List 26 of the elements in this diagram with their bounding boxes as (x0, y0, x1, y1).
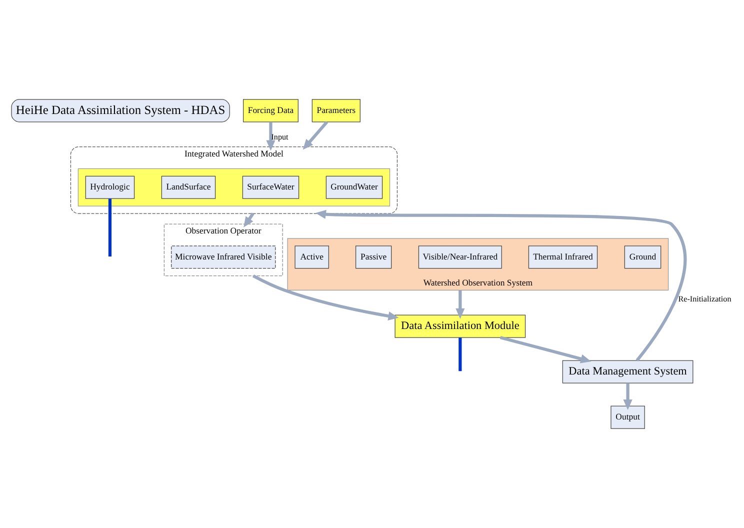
node-box: Active (294, 246, 329, 269)
arrow (500, 336, 592, 364)
arrow (266, 122, 276, 151)
node-box: Thermal Infrared (528, 246, 598, 269)
node-box: Hydrologic (85, 176, 135, 199)
node-box: Parameters (312, 99, 360, 122)
node-box: GroundWater (326, 176, 383, 199)
node-box: Data Assimilation Module (394, 314, 526, 338)
node-box: Data Management System (562, 360, 694, 384)
node-box: Forcing Data (243, 99, 298, 122)
arrow (316, 210, 687, 362)
node-box: Ground (624, 246, 662, 269)
node-box: HeiHe Data Assimilation System - HDAS (11, 99, 230, 122)
node-box: SurfaceWater (242, 176, 300, 199)
node-box: Microwave Infrared Visible (171, 246, 276, 269)
arrow (623, 383, 632, 410)
cluster (78, 168, 390, 206)
node-box: Visible/Near-Infrared (418, 246, 502, 269)
connector (108, 198, 112, 256)
node-box: Passive (355, 246, 392, 269)
connector (458, 338, 462, 372)
arrow (456, 290, 465, 319)
node-box: LandSurface (161, 176, 216, 199)
arrow (252, 274, 399, 321)
arrow (302, 120, 328, 150)
node-box: Output (610, 406, 645, 429)
